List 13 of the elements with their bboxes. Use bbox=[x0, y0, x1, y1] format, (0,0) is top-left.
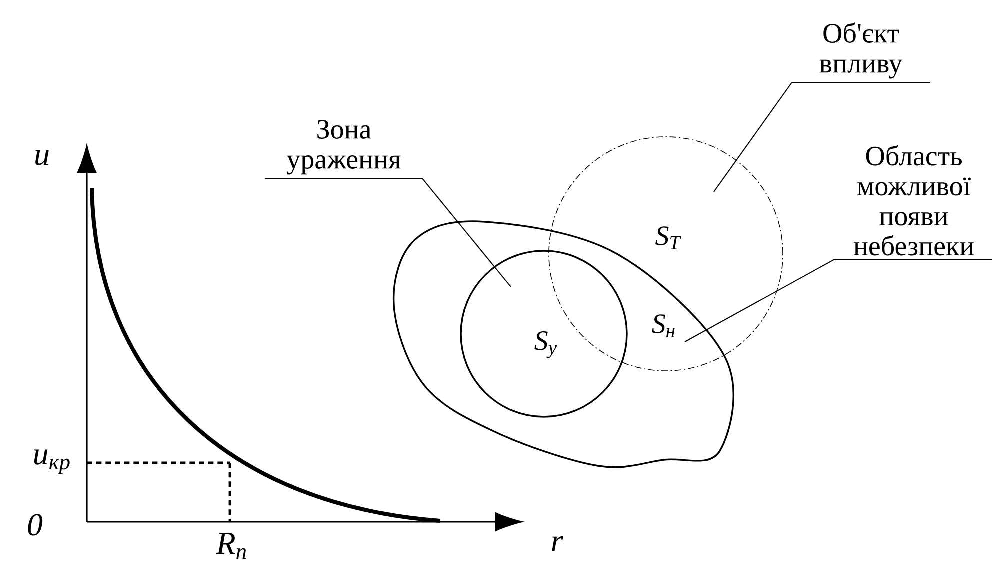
axis-label: r bbox=[552, 536, 564, 552]
callout-text: Зона ураження bbox=[287, 120, 401, 175]
leader-line bbox=[714, 82, 930, 192]
leader-line bbox=[265, 178, 512, 288]
region-symbol: S$_{н}$ bbox=[652, 314, 675, 338]
axis-value-label: u$_{кр}$ bbox=[34, 450, 70, 474]
axis-value-label: R$_{п}$ bbox=[216, 533, 246, 559]
zone-outline bbox=[392, 220, 734, 468]
callout-text: Об'єкт впливу bbox=[820, 22, 903, 79]
callout-text: Область можливої появи небезпеки bbox=[854, 145, 974, 256]
leader-line bbox=[684, 259, 992, 342]
axis-label: u bbox=[36, 150, 49, 166]
origin-label: 0 bbox=[28, 514, 43, 536]
